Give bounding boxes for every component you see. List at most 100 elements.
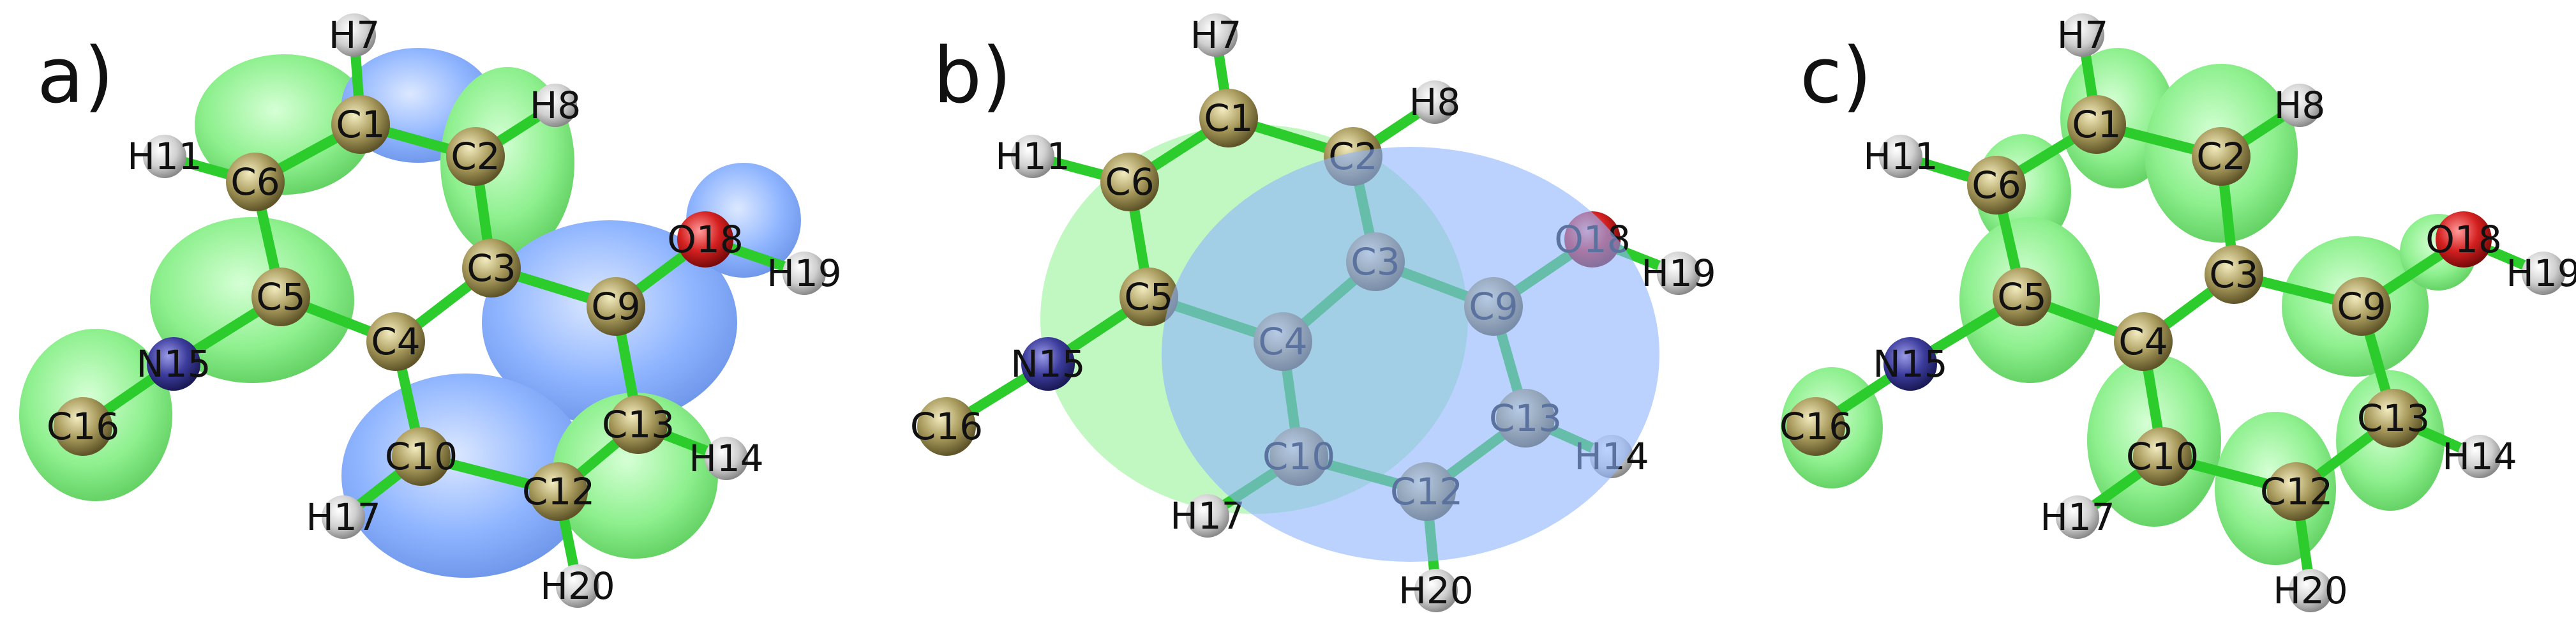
atom-label-C6: C6 [230, 160, 280, 204]
atom-C4: C4 [366, 312, 425, 371]
atom-C16: C16 [1779, 397, 1852, 456]
atom-sphere-C5 [251, 268, 310, 326]
atom-sphere-N15 [1883, 337, 1937, 391]
atom-sphere-C13 [2364, 389, 2423, 448]
atom-C4: C4 [2114, 312, 2173, 371]
atom-sphere-O18 [677, 211, 733, 268]
atom-C10: C10 [385, 427, 458, 486]
panel-label-c: c) [1800, 32, 1872, 121]
atom-label-H7: H7 [1190, 13, 1242, 57]
atom-H20: H20 [540, 564, 615, 608]
atom-label-C16: C16 [1779, 405, 1852, 448]
atom-N15: N15 [1873, 337, 1948, 391]
atom-label-H11: H11 [1863, 135, 1938, 178]
atom-sphere-H7 [2061, 13, 2104, 57]
atom-label-C1: C1 [1204, 96, 1253, 140]
atom-C2: C2 [2192, 127, 2250, 186]
atom-label-C5: C5 [1997, 275, 2046, 319]
atom-sphere-H7 [1194, 13, 1238, 57]
atom-sphere-C13 [609, 395, 668, 454]
atom-sphere-C9 [587, 277, 645, 336]
atom-sphere-C12 [2267, 462, 2326, 521]
atom-sphere-C3 [2205, 245, 2263, 304]
atom-H8: H8 [2274, 84, 2326, 127]
atom-C12: C12 [2260, 462, 2333, 521]
atom-sphere-H19 [1657, 252, 1700, 295]
panel-b: H7C1H8H11C6C2O18C3H19C5C9C4N15C16C13C10H… [910, 13, 1716, 612]
atom-label-C2: C2 [2196, 135, 2245, 178]
atom-label-H8: H8 [2274, 84, 2326, 127]
lobe-blue [1162, 147, 1659, 562]
atom-label-C4: C4 [2118, 320, 2168, 363]
atom-sphere-H17 [1186, 494, 1229, 538]
atom-label-O18: O18 [2425, 218, 2501, 261]
atom-sphere-H11 [143, 135, 186, 178]
atom-C3: C3 [2205, 245, 2263, 304]
panel-label-a: a) [37, 32, 114, 121]
atom-sphere-C2 [2192, 127, 2250, 186]
atom-sphere-C6 [1100, 153, 1159, 211]
atom-sphere-H17 [322, 495, 365, 539]
atom-label-H20: H20 [1398, 569, 1473, 612]
atom-label-H14: H14 [2442, 435, 2517, 478]
atom-label-N15: N15 [1873, 342, 1947, 386]
atom-label-C5: C5 [1124, 275, 1173, 319]
atom-sphere-C5 [1120, 268, 1178, 326]
panel-label-b: b) [933, 32, 1012, 121]
atom-sphere-H8 [534, 84, 577, 127]
atom-sphere-H11 [1011, 135, 1054, 178]
atom-label-C10: C10 [2126, 435, 2199, 478]
atom-sphere-C5 [1993, 268, 2051, 326]
atom-H11: H11 [995, 135, 1070, 178]
atom-label-C9: C9 [2337, 285, 2386, 328]
atom-label-C9: C9 [591, 285, 640, 328]
atom-label-H8: H8 [1409, 80, 1461, 124]
atom-label-C16: C16 [910, 405, 983, 448]
atom-C1: C1 [331, 95, 390, 154]
atom-sphere-C1 [1199, 89, 1258, 147]
atom-sphere-C2 [446, 127, 505, 186]
atom-label-C1: C1 [336, 103, 385, 146]
atom-C10: C10 [2126, 427, 2199, 486]
atom-label-N15: N15 [1010, 342, 1085, 386]
atom-C13: C13 [602, 395, 675, 454]
atom-sphere-H20 [2289, 569, 2332, 612]
atom-label-H17: H17 [2040, 495, 2115, 539]
atom-H8: H8 [1409, 80, 1461, 124]
atom-C16: C16 [910, 397, 983, 456]
atom-sphere-C4 [2114, 312, 2173, 371]
atom-label-C12: C12 [2260, 470, 2333, 513]
atom-sphere-C10 [392, 427, 451, 486]
atom-label-H17: H17 [1170, 494, 1245, 538]
atom-C2: C2 [446, 127, 505, 186]
atom-label-H19: H19 [1641, 252, 1716, 295]
atom-H11: H11 [127, 135, 202, 178]
atom-sphere-N15 [147, 337, 200, 391]
atom-C16: C16 [47, 397, 119, 456]
atom-H20: H20 [1398, 569, 1474, 612]
orbital-lobes-b-front [1162, 147, 1659, 562]
atom-label-H11: H11 [127, 135, 202, 178]
atom-label-H19: H19 [2506, 252, 2576, 295]
atom-sphere-C4 [366, 312, 425, 371]
atom-H17: H17 [306, 495, 381, 539]
atom-label-C10: C10 [385, 435, 458, 478]
atom-sphere-C1 [2067, 95, 2126, 154]
atom-C6: C6 [1100, 153, 1159, 211]
atom-label-C6: C6 [1972, 163, 2021, 207]
atom-label-H11: H11 [995, 135, 1070, 178]
atom-sphere-H17 [2056, 495, 2099, 539]
atom-sphere-H19 [2522, 252, 2565, 295]
atom-sphere-N15 [1021, 337, 1075, 391]
atom-H7: H7 [2057, 13, 2109, 57]
atom-sphere-H19 [783, 252, 826, 295]
atom-sphere-C3 [462, 239, 521, 298]
atom-label-H7: H7 [2057, 13, 2109, 57]
atom-sphere-C12 [529, 462, 588, 521]
orbital-lobes-a [19, 48, 801, 578]
